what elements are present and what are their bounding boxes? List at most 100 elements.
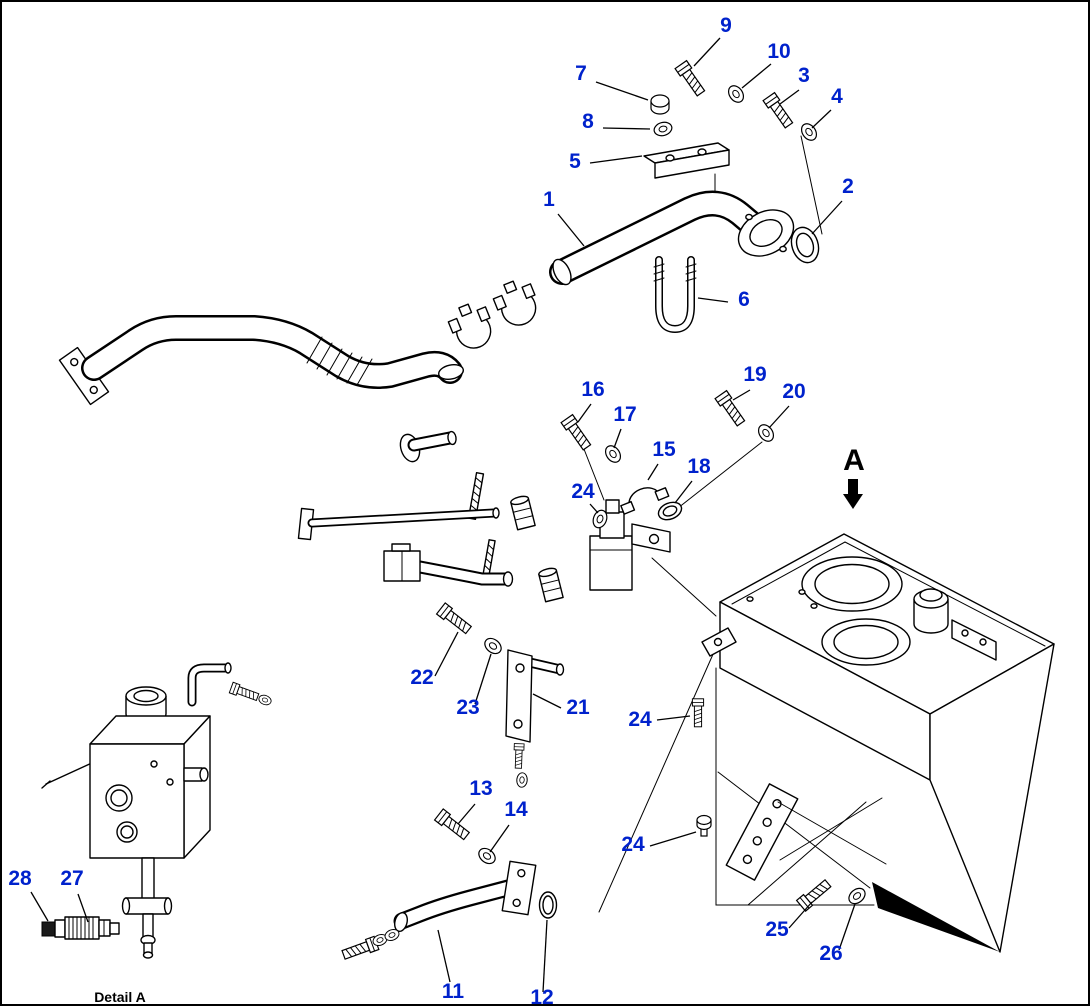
- part-hydraulic-tank: [701, 533, 1055, 953]
- part-washer-14: [475, 844, 499, 868]
- part-block-tube: [383, 543, 514, 587]
- part-nut-7: [650, 94, 670, 115]
- part-washer-17: [601, 442, 625, 466]
- callout-leader: [647, 463, 659, 481]
- part-oval-18: [657, 501, 683, 521]
- part-elbow-hose: [58, 315, 465, 406]
- callout-leader: [697, 297, 729, 303]
- callout-leader: [434, 631, 459, 677]
- callout-leader: [557, 213, 585, 247]
- part-u-bolt-6: [653, 256, 697, 334]
- callout-label: 5: [569, 150, 581, 173]
- callout-label: 15: [652, 438, 676, 461]
- callout-leader: [649, 831, 697, 847]
- callout-leader: [779, 89, 800, 105]
- part-valve-manifold: [589, 499, 671, 591]
- part-bolt-24: [691, 698, 705, 728]
- callout-label: 25: [765, 918, 789, 941]
- part-bracket-5: [643, 142, 730, 179]
- part-oring-12: [538, 891, 558, 919]
- callout-label: 1: [543, 188, 555, 211]
- callout-label: 8: [582, 110, 594, 133]
- callout-leader: [589, 155, 643, 164]
- part-cap-2: [790, 226, 820, 264]
- callout-label: 23: [456, 696, 479, 719]
- callout-label: 27: [60, 867, 83, 890]
- callout-label: 28: [8, 867, 32, 890]
- callout-leader: [437, 929, 451, 983]
- callout-leader: [811, 109, 832, 129]
- part-plug-24: [696, 814, 712, 837]
- part-bolt-22: [435, 602, 474, 637]
- callout-leader: [577, 403, 592, 423]
- part-bolt-25: [796, 877, 834, 912]
- part-bolt-3: [762, 92, 796, 130]
- callout-label: 14: [504, 798, 528, 821]
- callout-label: 22: [410, 666, 433, 689]
- callout-leader: [474, 653, 492, 705]
- section-view-marker: A: [843, 444, 865, 477]
- assembly-lines: [581, 135, 823, 913]
- callout-label: 20: [782, 380, 805, 403]
- part-bolt-16: [560, 414, 594, 452]
- callout-label: 21: [566, 696, 590, 719]
- callout-label: 24: [571, 480, 595, 503]
- callout-label: 3: [798, 64, 810, 87]
- part-hose-clamp: [447, 303, 492, 349]
- callout-leader: [613, 428, 622, 449]
- callout-leader: [542, 919, 548, 993]
- callout-leader: [602, 127, 651, 130]
- callout-leader: [811, 200, 843, 235]
- callout-leader: [674, 480, 693, 504]
- callout-label: 18: [687, 455, 711, 478]
- callout-label: 2: [842, 175, 854, 198]
- part-saddle-clamp-15: [620, 487, 670, 515]
- callout-leader: [595, 81, 649, 101]
- part-threaded-stud: [482, 539, 496, 577]
- callout-label: 24: [621, 833, 645, 856]
- part-clamp-half: [510, 495, 536, 531]
- part-bracket-21: [505, 649, 565, 789]
- callout-label: 24: [628, 708, 652, 731]
- callout-label: 4: [831, 85, 843, 108]
- callout-label: 16: [581, 378, 604, 401]
- callout-leader: [589, 503, 599, 514]
- callout-leader: [768, 405, 790, 429]
- callout-leader: [732, 389, 751, 401]
- callout-leader: [788, 901, 813, 929]
- part-pipe-11: [340, 860, 537, 963]
- part-washer-23: [481, 634, 505, 658]
- part-washer-26: [845, 884, 869, 908]
- part-pipe-1: [549, 190, 795, 286]
- callout-label: 9: [720, 14, 732, 37]
- part-elbow-fitting: [399, 430, 457, 463]
- callout-label: 13: [469, 777, 492, 800]
- part-hose-clamp: [492, 280, 537, 326]
- callout-leader: [457, 803, 476, 825]
- callout-label: 19: [743, 363, 766, 386]
- part-long-tube: [297, 507, 500, 541]
- callout-leader: [838, 903, 856, 951]
- part-washer-20: [754, 421, 778, 445]
- callout-leader: [30, 891, 49, 922]
- callout-leader: [656, 715, 691, 721]
- part-control-valve: [41, 662, 273, 959]
- callout-label: 12: [530, 986, 553, 1006]
- part-washer-8: [652, 119, 674, 139]
- callout-label: 7: [575, 62, 587, 85]
- callout-label: 17: [613, 403, 636, 426]
- section-arrow-down-icon: [843, 479, 863, 509]
- parts-artwork: [41, 60, 1055, 963]
- callout-label: 26: [819, 942, 842, 965]
- part-clamp-half: [538, 567, 564, 603]
- callout-label: 6: [738, 288, 750, 311]
- detail-a-label: Detail A: [94, 989, 146, 1005]
- callout-leader: [741, 63, 772, 89]
- part-hose-fitting-27-28: [41, 916, 120, 940]
- part-bolt-9: [674, 60, 708, 98]
- callout-leader: [693, 37, 721, 67]
- part-bolt-13: [433, 808, 472, 843]
